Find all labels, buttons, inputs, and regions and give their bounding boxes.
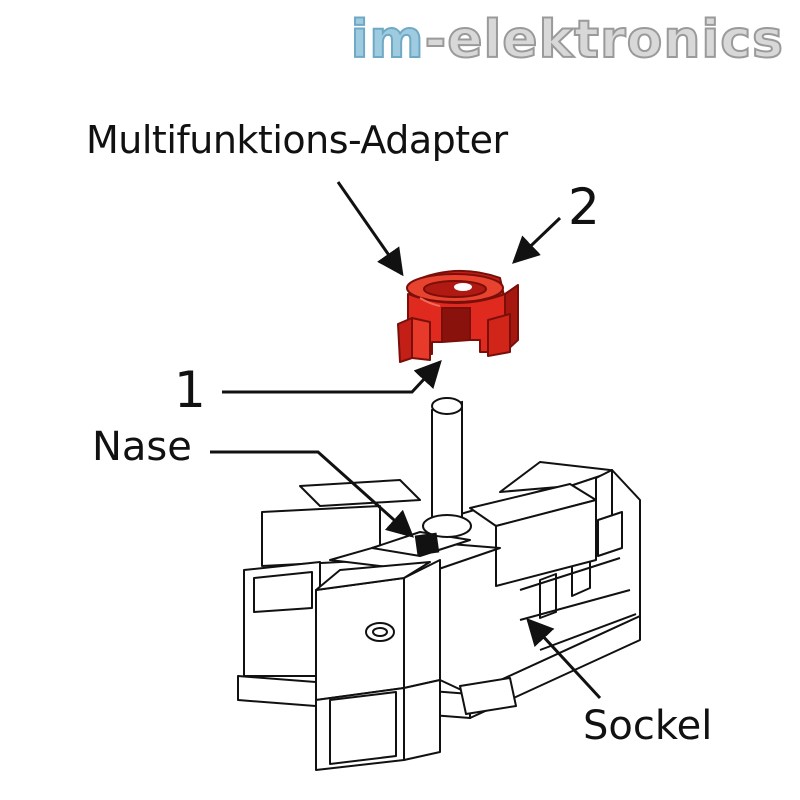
- leader-lines: [210, 181, 602, 700]
- switch-base-socket: [237, 461, 641, 771]
- shaft: [422, 397, 472, 538]
- marker-1: 1: [174, 361, 206, 419]
- multifunction-adapter-part: [397, 269, 519, 363]
- sockel-label: Sockel: [583, 703, 713, 749]
- logo-suffix: -elektronics: [424, 9, 784, 71]
- brand-logo: im-elektronics: [350, 8, 784, 72]
- logo-prefix: im: [350, 9, 425, 71]
- marker-2: 2: [568, 178, 600, 236]
- adapter-label: Multifunktions-Adapter: [86, 118, 508, 162]
- nase-label: Nase: [92, 424, 192, 470]
- nose-tab: [414, 532, 440, 556]
